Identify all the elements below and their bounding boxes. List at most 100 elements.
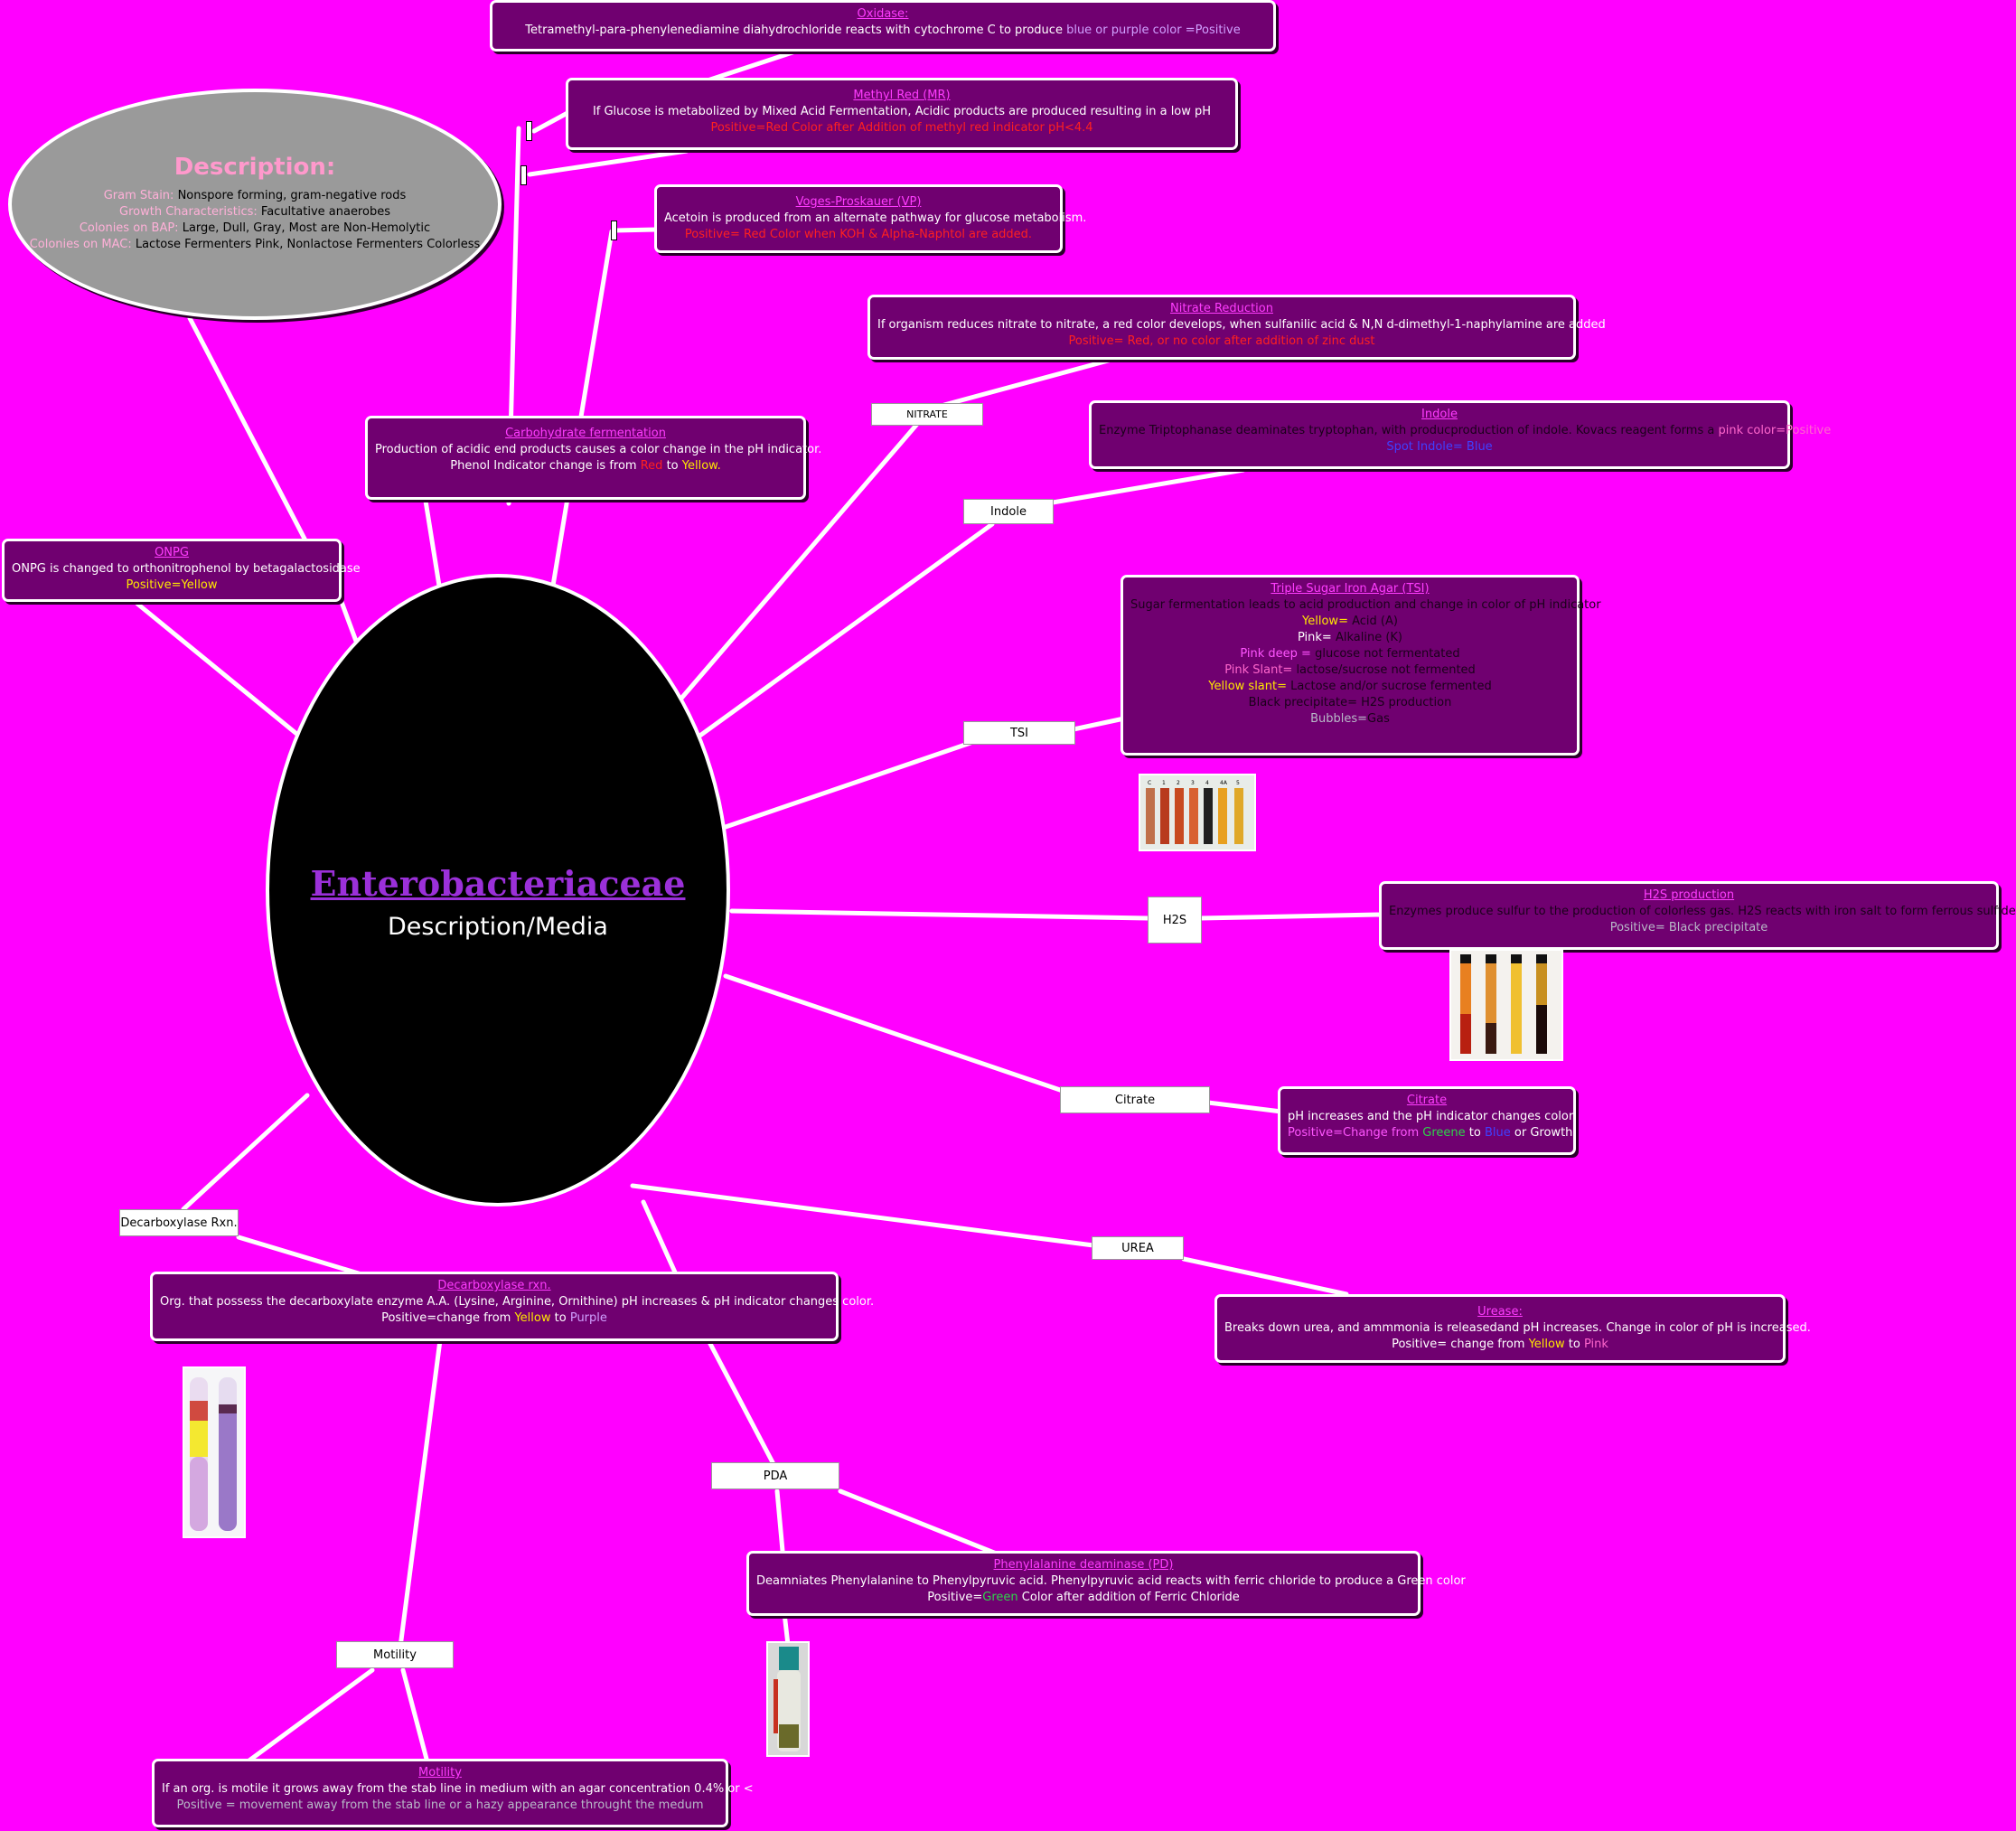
description-line: Gram Stain: Nonspore forming, gram-negat… [103,189,407,202]
description-lines: Gram Stain: Nonspore forming, gram-negat… [8,188,502,253]
link-mr-upper [531,110,570,134]
box-text: Positive=Red Color after Addition of met… [710,121,1093,135]
label-urea[interactable]: UREA [1092,1236,1184,1260]
label-pda[interactable]: PDA [711,1462,839,1489]
box-text: Org. that possess the decarboxylate enzy… [160,1295,875,1309]
nitrate-reduction-box[interactable]: Nitrate Reduction If organism reduces ni… [867,295,1606,360]
link-tsi [1071,716,1127,732]
label-motility[interactable]: Motility [336,1641,454,1668]
tube-label: 4A [1220,780,1228,786]
link-center-pda [641,1199,679,1277]
label-citrate[interactable]: Citrate [1060,1086,1210,1113]
box-title: Citrate [1406,1094,1448,1107]
box-text: Phenol Indicator change is from Red to Y… [450,459,721,473]
tube-label: C [1148,780,1151,786]
onpg-box[interactable]: ONPG ONPG is changed to orthonitrophenol… [2,539,361,602]
description-line: Colonies on MAC: Lactose Fermenters Pink… [29,238,481,251]
box-text: Deamniates Phenylalanine to Phenylpyruvi… [756,1574,1466,1588]
box-text: Positive= Red, or no color after additio… [1068,334,1375,348]
link-center-decarbox [181,1093,310,1212]
box-text: Acetoin is produced from an alternate pa… [664,211,1087,225]
link-indole [1050,467,1246,505]
tube-label: 2 [1177,780,1180,786]
link-pd-photo [782,1610,791,1648]
h2s-tubes-photo [1449,949,1563,1061]
link-motility-right [400,1667,430,1765]
box-text: ONPG is changed to orthonitrophenol by b… [12,562,361,576]
central-topic-subtitle: Description/Media [388,913,608,941]
box-title: Oxidase: [857,7,909,21]
link-motility-left [244,1667,375,1765]
description-line: Colonies on BAP: Large, Dull, Gray, Most… [79,221,431,235]
box-text: Production of acidic end products causes… [375,443,822,456]
link-center-indole [692,521,995,742]
tube-label: 5 [1236,780,1240,786]
link-vp-trunk [550,229,614,588]
label-nitrate[interactable]: NITRATE [871,403,983,426]
label-indole[interactable]: Indole [963,499,1054,524]
oxidase-box[interactable]: Oxidase: Tetramethyl-para-phenylenediami… [490,0,1276,52]
box-text: Yellow= Acid (A) [1302,615,1398,628]
tsi-tubes-photo: C 1 2 3 4 4A 5 [1139,774,1256,851]
central-topic-ellipse[interactable] [266,574,730,1207]
box-text: If an org. is motile it grows away from … [162,1782,754,1796]
urease-box[interactable]: Urease: Breaks down urea, and ammmonia i… [1214,1294,1811,1363]
description-ellipse[interactable] [8,89,502,320]
citrate-box[interactable]: Citrate pH increases and the pH indicato… [1278,1086,1576,1155]
box-text: Positive = movement away from the stab l… [176,1798,704,1812]
box-title: Phenylalanine deaminase (PD) [993,1558,1174,1572]
link-decarbox [236,1235,364,1277]
description-title: Description: [173,154,336,181]
indole-box[interactable]: Indole Enzyme Triptophanase deaminates t… [1089,400,1832,469]
link-description [187,315,308,543]
box-text: Positive= Black precipitate [1609,921,1768,934]
box-text: Yellow slant= Lactose and/or sucrose fer… [1208,680,1492,693]
link-center-h2s [729,908,1150,921]
motility-box[interactable]: Motility If an org. is motile it grows a… [152,1759,754,1827]
box-title: ONPG [155,546,189,559]
link-center-tsi [720,740,973,831]
pd-tube-photo [766,1641,810,1757]
carbohydrate-fermentation-box[interactable]: Carbohydrate fermentation Production of … [365,416,822,500]
box-text: Pink deep = glucose not fermentated [1240,647,1460,661]
box-text: If organism reduces nitrate to nitrate, … [877,318,1606,332]
link-carbs [422,493,442,588]
box-text: Enzyme Triptophanase deaminates tryptoph… [1099,424,1832,437]
link-decarbox-pda [707,1339,776,1467]
phenylalanine-deaminase-box[interactable]: Phenylalanine deaminase (PD) Deamniates … [746,1551,1466,1616]
box-text: Pink= Alkaline (K) [1298,631,1402,644]
link-h2s [1197,912,1383,921]
link-center-urea [630,1183,1096,1248]
decarboxylase-box[interactable]: Decarboxylase rxn. Org. that possess the… [150,1272,875,1341]
tube-label: 4 [1205,780,1209,786]
box-text: Positive=change from Yellow to Purple [381,1311,607,1325]
h2s-production-box[interactable]: H2S production Enzymes produce sulfur to… [1379,881,2016,950]
methyl-red-box[interactable]: Methyl Red (MR) If Glucose is metabolize… [566,78,1238,150]
box-title: Decarboxylase rxn. [437,1279,551,1292]
box-title: Nitrate Reduction [1170,302,1273,315]
link-citrate [1205,1100,1284,1114]
link-oxidase [702,49,798,84]
tsi-box[interactable]: Triple Sugar Iron Agar (TSI) Sugar ferme… [1121,575,1601,756]
box-text: Tetramethyl-para-phenylenediamine diahyd… [525,23,1241,37]
box-text: Enzymes produce sulfur to the production… [1389,905,2016,918]
link-mr-lower [527,148,689,177]
connector-tick [520,165,527,185]
voges-proskauer-box[interactable]: Voges-Proskauer (VP) Acetoin is produced… [654,184,1087,253]
label-tsi[interactable]: TSI [963,721,1075,745]
box-text: Bubbles=Gas [1310,712,1390,726]
box-text: Positive=Change from Greene to Blue or G… [1288,1126,1573,1140]
tube-label: 3 [1191,780,1195,786]
connector-tick [611,221,617,240]
box-text: Black precipitate= H2S production [1248,696,1452,709]
label-decarboxylase[interactable]: Decarboxylase Rxn. [119,1209,239,1236]
box-title: Motility [418,1766,462,1779]
box-text: Positive=Yellow [126,578,218,592]
label-h2s[interactable]: H2S [1148,897,1202,944]
box-text: Sugar fermentation leads to acid product… [1130,598,1601,612]
connector-tick [526,121,532,141]
link-decarbox-motility [397,1338,443,1657]
decarboxylase-tubes-photo [183,1366,246,1538]
box-text: Pink Slant= lactose/sucrose not fermente… [1224,663,1476,677]
